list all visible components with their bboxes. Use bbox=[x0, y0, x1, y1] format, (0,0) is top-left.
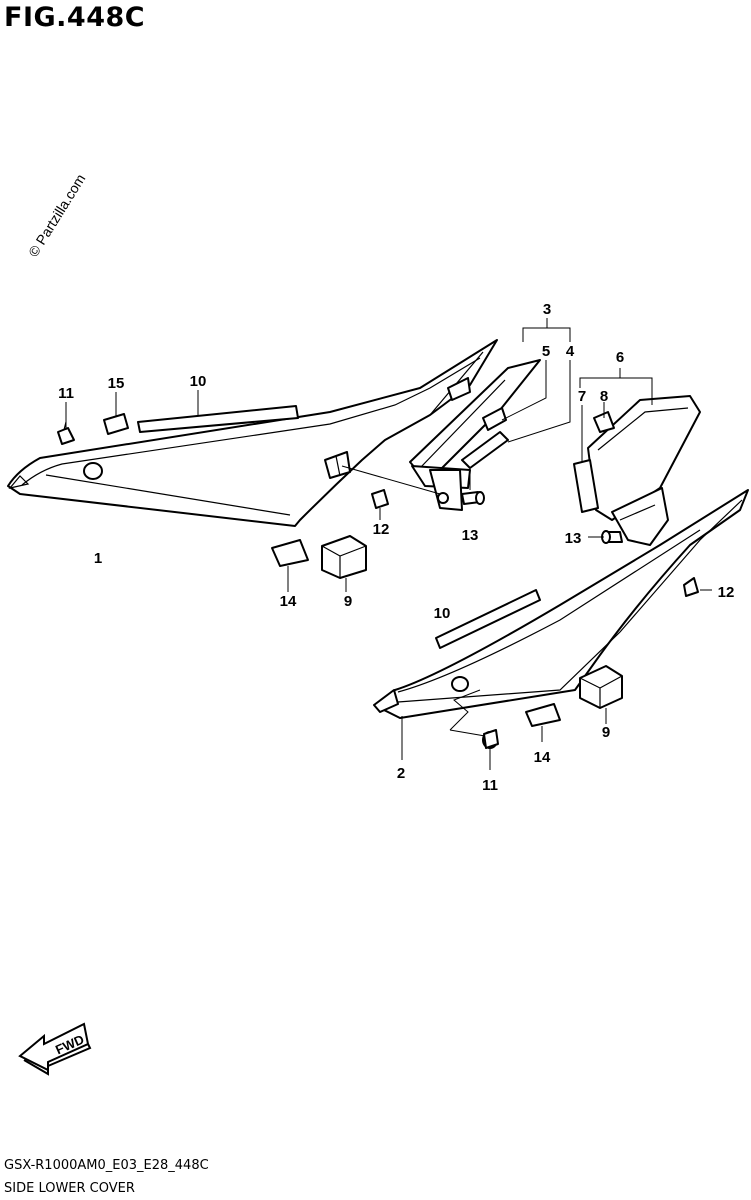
part-9-block-right[interactable] bbox=[579, 665, 623, 709]
diagram-name: SIDE LOWER COVER bbox=[4, 1181, 135, 1196]
callout-10-upper: 10 bbox=[190, 373, 207, 390]
part-1-left-side-cover[interactable] bbox=[7, 339, 498, 527]
part-2-right-side-cover[interactable] bbox=[373, 489, 749, 719]
callout-10-lower: 10 bbox=[434, 605, 451, 622]
part-6-small-cover[interactable] bbox=[587, 395, 701, 546]
callout-5: 5 bbox=[542, 343, 550, 360]
callout-9-right: 9 bbox=[602, 724, 610, 741]
callout-6: 6 bbox=[616, 349, 624, 366]
part-9-block-left[interactable] bbox=[321, 535, 367, 579]
callout-12-left: 12 bbox=[373, 521, 390, 538]
grommet-hole bbox=[83, 462, 103, 480]
part-4-rubber-strip[interactable] bbox=[461, 407, 509, 469]
callout-13-lower: 13 bbox=[565, 530, 582, 547]
part-10-strip-lower[interactable] bbox=[435, 589, 541, 649]
callout-9-left: 9 bbox=[344, 593, 352, 610]
part-14-pad-right[interactable] bbox=[525, 703, 561, 727]
callout-7: 7 bbox=[578, 388, 586, 405]
watermark: © Partzilla.com bbox=[25, 171, 89, 259]
part-7-damper[interactable] bbox=[573, 459, 599, 513]
callout-14-left: 14 bbox=[280, 593, 297, 610]
leader-lines bbox=[65, 318, 712, 770]
part-8-cushion[interactable] bbox=[593, 411, 615, 433]
diagram-code: GSX-R1000AM0_E03_E28_448C bbox=[4, 1158, 209, 1173]
part-13-bolt-upper[interactable] bbox=[461, 491, 485, 505]
figure-title: FIG.448C bbox=[4, 2, 146, 33]
part-14-pad-left[interactable] bbox=[271, 539, 309, 567]
callout-2: 2 bbox=[397, 765, 405, 782]
bracket-hole bbox=[437, 492, 449, 504]
forward-arrow-icon: FWD bbox=[18, 1022, 92, 1076]
fwd-label: FWD bbox=[53, 1032, 86, 1058]
part-13-bolt-lower[interactable] bbox=[601, 530, 623, 544]
callout-1: 1 bbox=[94, 550, 102, 567]
part-11-screw-lower[interactable] bbox=[482, 729, 499, 749]
callout-8: 8 bbox=[600, 388, 608, 405]
callout-11-upper: 11 bbox=[58, 385, 74, 402]
part-10-strip-upper[interactable] bbox=[137, 405, 299, 433]
callout-13-upper: 13 bbox=[462, 527, 479, 544]
grommet-hole bbox=[451, 676, 469, 692]
callout-4: 4 bbox=[566, 343, 575, 360]
callout-3: 3 bbox=[543, 301, 551, 318]
callout-15: 15 bbox=[108, 375, 125, 392]
callout-14-right: 14 bbox=[534, 749, 551, 766]
frame-clip bbox=[447, 377, 471, 401]
part-12-nut-left[interactable] bbox=[371, 489, 389, 509]
part-1-grommet bbox=[324, 451, 351, 479]
callout-11-lower: 11 bbox=[482, 777, 498, 794]
part-11-screw-upper[interactable] bbox=[57, 421, 75, 445]
callout-12-right: 12 bbox=[718, 584, 735, 601]
nut-clip-12 bbox=[683, 577, 699, 597]
part-15-block[interactable] bbox=[103, 413, 129, 435]
